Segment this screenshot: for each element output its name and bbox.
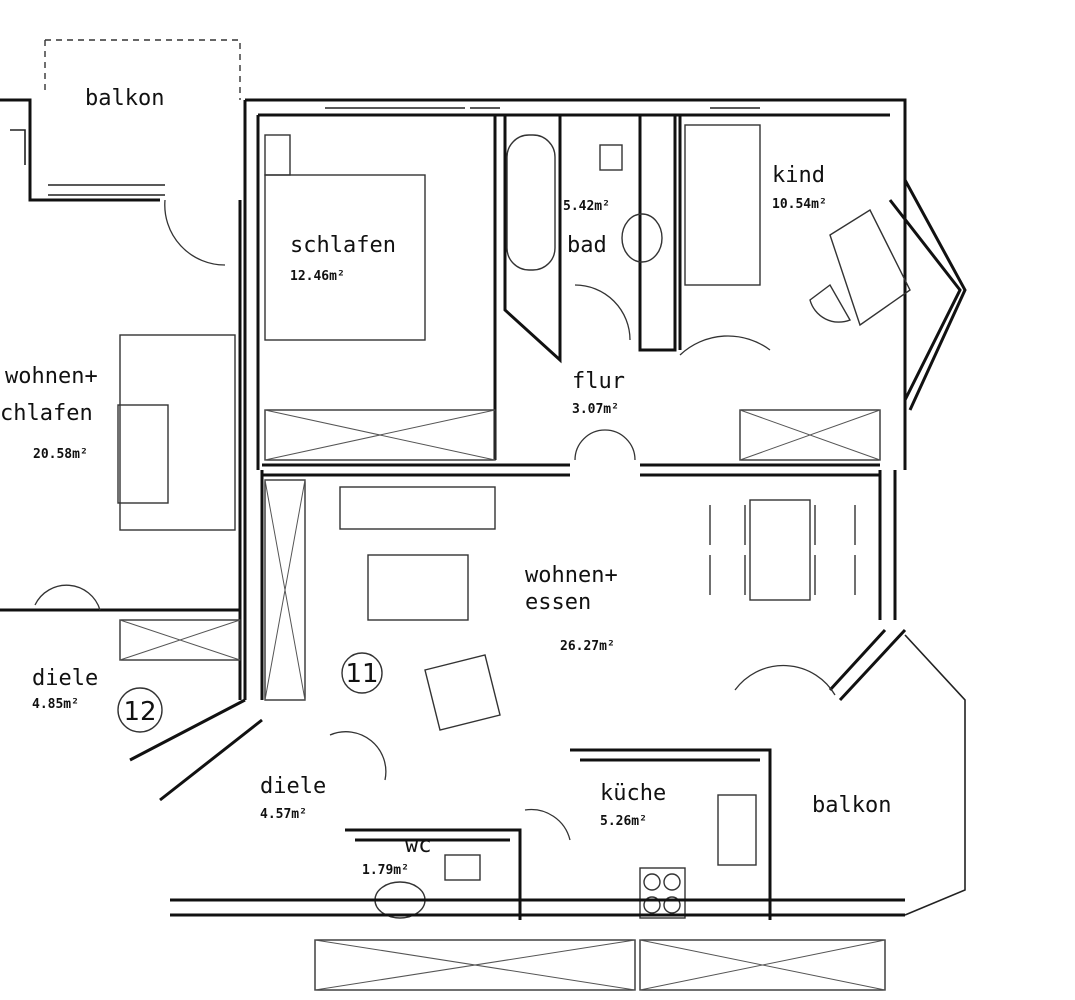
balcony-door-right: [828, 628, 907, 702]
wardrobe-schlafen-cross: [264, 409, 496, 461]
bed-kind: [684, 124, 761, 286]
wc-toilet: [444, 854, 481, 881]
wohnen-schlafen-name2: chlafen: [0, 401, 93, 426]
balkon-right-outline: [904, 634, 966, 916]
unit-11-circle: [341, 652, 383, 694]
kueche-door: [524, 808, 571, 841]
storage-bottom-left-cross: [314, 939, 636, 991]
bathtub: [506, 134, 556, 271]
unit-12-label: 12: [123, 697, 156, 727]
armchair: [424, 654, 501, 731]
flur-area: 3.07m²: [572, 402, 619, 417]
bottom-wall: [129, 698, 905, 917]
desk-kind: [829, 208, 911, 327]
kind-name: kind: [772, 163, 825, 188]
kueche-area: 5.26m²: [600, 814, 647, 829]
flur-name: flur: [572, 369, 625, 394]
kind-area: 10.54m²: [772, 197, 827, 212]
sink-bad: [621, 213, 663, 263]
diele-mid-door: [329, 731, 387, 781]
toilet-bad: [599, 144, 623, 171]
balkon-top-name: balkon: [85, 86, 164, 111]
wardrobe-wohnen-cross: [264, 479, 306, 701]
kueche-name: küche: [600, 781, 666, 806]
wardrobe-left-cross: [119, 619, 241, 661]
kitchen-wall: [570, 748, 772, 920]
unit-12-circle: [117, 687, 163, 733]
balkon-top-outline: [44, 39, 241, 100]
storage-bottom-right-cross: [639, 939, 886, 991]
wall-schlafen-bad: [493, 115, 562, 460]
bad-name: bad: [567, 233, 607, 258]
coffee-table: [367, 554, 469, 621]
wardrobe-schlafen: [264, 409, 496, 461]
wohnen-essen-name2: essen: [525, 590, 591, 615]
diele-left-door: [34, 584, 101, 611]
wohnen-essen-name1: wohnen+: [525, 563, 618, 588]
outer-wall-top: [243, 98, 907, 600]
burner: [643, 873, 661, 891]
diele-left-area: 4.85m²: [32, 697, 79, 712]
diele-mid-name: diele: [260, 774, 326, 799]
schlafen-area: 12.46m²: [290, 269, 345, 284]
left-unit-window: [10, 129, 165, 196]
wc-wall: [345, 828, 522, 920]
wohnen-schlafen-name1: wohnen+: [5, 364, 98, 389]
bad-area: 5.42m²: [563, 199, 610, 214]
sideboard: [339, 486, 496, 530]
balcony-door-swing: [164, 199, 226, 266]
bed: [264, 174, 426, 341]
storage-bottom-right: [639, 939, 886, 991]
chair-kind: [809, 283, 852, 323]
table-left: [117, 404, 169, 504]
schlafen-name: schlafen: [290, 233, 396, 258]
outer-wall-right: [878, 470, 897, 620]
unit-11-label: 11: [345, 659, 378, 689]
wardrobe-kind-cross: [739, 409, 881, 461]
left-unit-partition: [0, 200, 242, 700]
burner: [663, 896, 681, 914]
wardrobe-wohnen: [264, 479, 306, 701]
burner: [663, 873, 681, 891]
dining-table: [749, 499, 811, 601]
sofa-left: [119, 334, 236, 531]
wardrobe-left: [119, 619, 241, 661]
wall-row-divider: [262, 463, 880, 477]
diele-mid-area: 4.57m²: [260, 807, 307, 822]
wohnen-schlafen-area: 20.58m²: [33, 447, 88, 462]
kitchen-sink: [717, 794, 757, 866]
left-unit-wall: [0, 98, 160, 202]
balkon-right-name: balkon: [812, 793, 891, 818]
stove: [639, 867, 686, 919]
flur-door-swing: [574, 429, 636, 461]
burner: [643, 896, 661, 914]
bad-door-swing: [574, 284, 631, 341]
balkon-right-door: [734, 664, 836, 696]
nightstand-left: [264, 134, 291, 176]
wall-bad-kind: [638, 115, 682, 352]
diele-left-name: diele: [32, 666, 98, 691]
storage-bottom-left: [314, 939, 636, 991]
wc-area: 1.79m²: [362, 863, 409, 878]
wardrobe-kind: [739, 409, 881, 461]
kind-door-swing: [679, 335, 771, 356]
outer-wall-left: [243, 470, 264, 700]
dining-chairs: [709, 505, 856, 595]
kind-bay-window: [888, 179, 967, 411]
wc-name: wc: [405, 833, 432, 858]
wohnen-essen-area: 26.27m²: [560, 639, 615, 654]
